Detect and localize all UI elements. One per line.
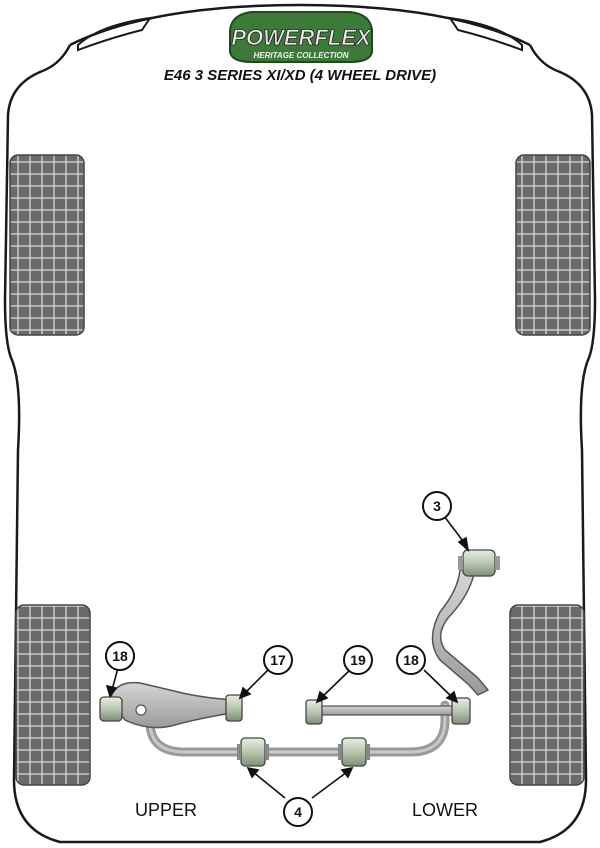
lower-link bbox=[317, 705, 459, 716]
callout-17-label: 17 bbox=[270, 652, 286, 668]
callout-19-label: 19 bbox=[350, 652, 366, 668]
leader-lines bbox=[105, 515, 470, 799]
callout-19: 19 bbox=[343, 645, 373, 675]
callout-18-upper-label: 18 bbox=[112, 648, 128, 664]
callout-4-label: 4 bbox=[294, 804, 302, 820]
callout-17: 17 bbox=[263, 645, 293, 675]
diagram-title: E46 3 SERIES XI/XD (4 WHEEL DRIVE) bbox=[164, 67, 436, 84]
upper-arm-hole bbox=[135, 704, 147, 716]
car-body-top bbox=[69, 3, 531, 47]
logo-brand: POWERFLEX bbox=[231, 25, 372, 50]
callout-4: 4 bbox=[283, 797, 313, 827]
bush-18-lower bbox=[451, 697, 471, 725]
powerflex-logo: POWERFLEX HERITAGE COLLECTION bbox=[229, 11, 373, 63]
callout-3: 3 bbox=[422, 491, 452, 521]
bush-17 bbox=[225, 694, 243, 722]
logo-tagline: HERITAGE COLLECTION bbox=[254, 51, 349, 60]
car-body-outline bbox=[3, 44, 597, 844]
left-mirror-shape bbox=[77, 16, 153, 52]
upper-label: UPPER bbox=[135, 800, 197, 820]
bush-18-upper bbox=[99, 696, 123, 722]
callout-18-upper: 18 bbox=[105, 641, 135, 671]
bush-19 bbox=[305, 699, 323, 725]
bush-4-left bbox=[237, 737, 269, 767]
trailing-arm bbox=[431, 569, 490, 696]
right-mirror-shape bbox=[447, 16, 523, 52]
rear-left-tyre bbox=[15, 604, 91, 786]
callout-18-lower-label: 18 bbox=[403, 652, 419, 668]
bush-4-right bbox=[338, 737, 370, 767]
callout-3-label: 3 bbox=[433, 498, 441, 514]
upper-arm bbox=[109, 681, 239, 729]
rear-right-tyre bbox=[509, 604, 585, 786]
bush-3 bbox=[458, 549, 500, 577]
lower-label: LOWER bbox=[412, 800, 478, 820]
front-right-tyre bbox=[515, 154, 591, 336]
front-left-tyre bbox=[9, 154, 85, 336]
callout-18-lower: 18 bbox=[396, 645, 426, 675]
